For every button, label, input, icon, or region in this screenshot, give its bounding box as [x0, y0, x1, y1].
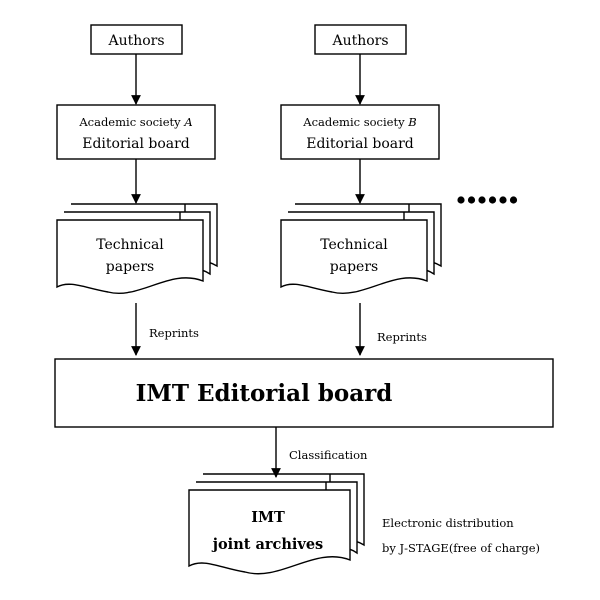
- ellipsis-dot: [509, 196, 518, 204]
- distribution-label-line2: by J-STAGE(free of charge): [382, 541, 540, 555]
- right-column: Authors Academic society B Editorial boa…: [280, 24, 442, 356]
- papers-label-line2-right: papers: [330, 259, 378, 275]
- society-board-label-right: Editorial board: [306, 136, 414, 152]
- society-letter-left: A: [183, 115, 192, 129]
- society-label-left: Academic society A: [78, 115, 192, 129]
- society-box-right: [280, 104, 440, 160]
- imt-joint-archives-stack: [188, 473, 365, 575]
- society-board-label-left: Editorial board: [82, 136, 190, 152]
- technical-papers-stack-right: [280, 203, 442, 294]
- imt-editorial-board-box: [54, 358, 554, 428]
- authors-box-left: [90, 24, 183, 55]
- ellipsis-dot: [478, 196, 486, 204]
- archives-label-line1: IMT: [251, 509, 285, 526]
- technical-papers-stack-left: [56, 203, 218, 294]
- ellipsis-dot: [457, 196, 465, 204]
- papers-label-line1-right: Technical: [320, 237, 388, 253]
- reprints-label-left: Reprints: [149, 326, 199, 340]
- ellipsis-dot: [499, 196, 507, 204]
- authors-label-left: Authors: [107, 33, 164, 49]
- technical-papers-doc-right: [280, 219, 428, 294]
- distribution-label-line1: Electronic distribution: [382, 516, 514, 530]
- reprints-label-right: Reprints: [377, 330, 427, 344]
- more-societies-ellipsis: [457, 196, 518, 204]
- authors-box-right: [314, 24, 407, 55]
- authors-label-right: Authors: [331, 33, 388, 49]
- technical-papers-doc-left: [56, 219, 204, 294]
- society-letter-right: B: [407, 115, 416, 129]
- left-column: Authors Academic society A Editorial boa…: [56, 24, 218, 356]
- archives-label-line2: joint archives: [211, 536, 323, 553]
- imt-joint-archives-doc: [188, 489, 351, 575]
- society-box-left: [56, 104, 216, 160]
- ellipsis-dot: [488, 196, 497, 204]
- imt-editorial-board-label: IMT Editorial board: [136, 380, 393, 407]
- society-label-right: Academic society B: [302, 115, 416, 129]
- papers-label-line1-left: Technical: [96, 237, 164, 253]
- ellipsis-dot: [467, 196, 476, 204]
- classification-label: Classification: [289, 448, 368, 462]
- papers-label-line2-left: papers: [106, 259, 154, 275]
